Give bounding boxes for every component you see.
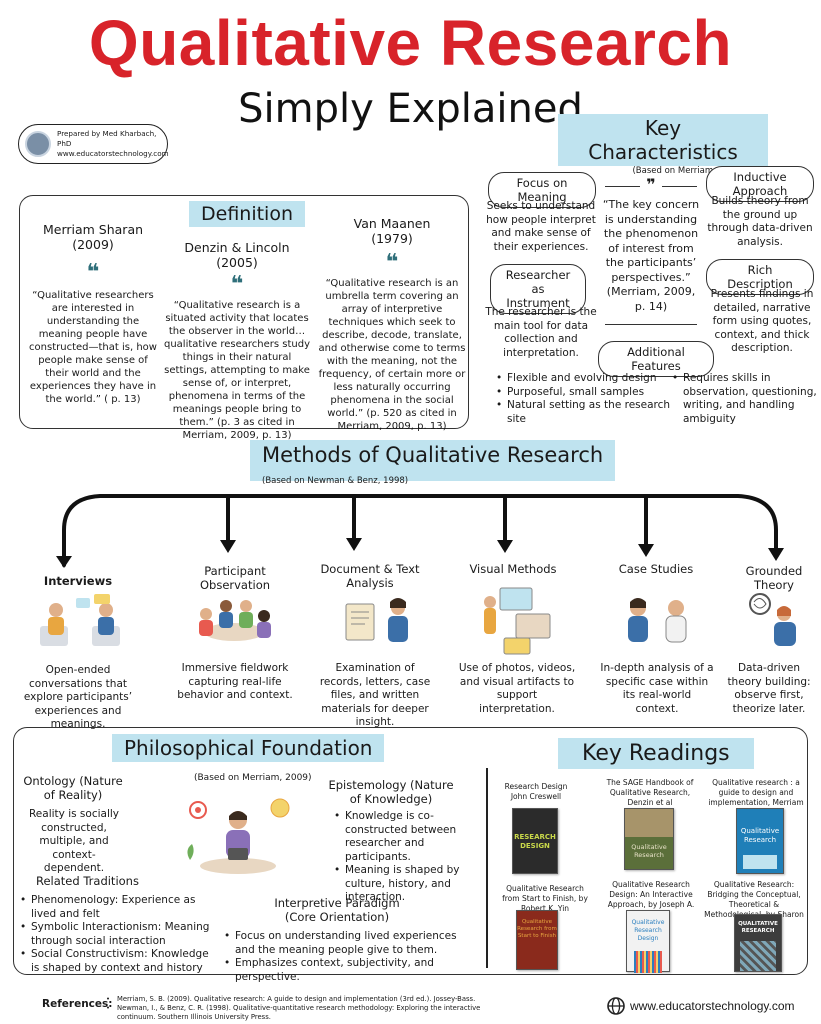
author-badge: Prepared by Med Kharbach, PhD www.educat…	[18, 124, 169, 164]
book-cover-3: Qualitative Research	[736, 808, 784, 874]
list-item: Meaning is shaped by culture, history, a…	[334, 864, 474, 905]
definition-source-3: Van Maanen (1979) ❝ “Qualitative researc…	[318, 216, 466, 433]
epistemology-list: Knowledge is co-constructed between rese…	[334, 810, 474, 905]
author-site: www.educatorstechnology.com	[57, 149, 169, 158]
traditions-list: Phenomenology: Experience as lived and f…	[20, 894, 220, 975]
quote-icon: ❝	[385, 250, 399, 275]
method-title-document-analysis: Document & Text Analysis	[320, 562, 420, 590]
source-name: Van Maanen	[353, 216, 431, 231]
references-list: Merriam, S. B. (2009). Qualitative resea…	[106, 995, 496, 1021]
method-text-participant-observation: Immersive fieldwork capturing real-life …	[177, 662, 293, 701]
ontology-text: Reality is socially constructed, multipl…	[28, 808, 119, 874]
definition-heading: Definition	[189, 201, 306, 227]
footer-site-link[interactable]: www.educatorstechnology.com	[630, 999, 795, 1013]
readings-divider	[486, 768, 488, 968]
rich-description-pill: Rich Description	[706, 259, 814, 295]
book-caption-1: Research Design John Creswell	[504, 782, 568, 801]
center-quote: “The key concern is understanding the ph…	[602, 198, 700, 313]
book-cover-5: Qualitative Research Design	[626, 910, 670, 973]
interview-illustration	[40, 594, 120, 646]
key-characteristics-basis: (Based on Merriam, 2009)	[632, 166, 744, 176]
paradigm-title: Interpretive Paradigm (Core Orientation)	[274, 896, 400, 924]
book-cover-1: RESEARCH DESIGN	[512, 808, 558, 874]
book-caption-2: The SAGE Handbook of Qualitative Researc…	[606, 778, 694, 807]
method-text-document-analysis: Examination of records, letters, case fi…	[319, 662, 431, 728]
focus-on-meaning-text: Seeks to understand how people interpret…	[486, 200, 596, 253]
rich-description-text: Presents findings in detailed, narrative…	[710, 288, 814, 354]
philosophy-heading: Philosophical Foundation	[112, 734, 385, 762]
inductive-approach-pill: Inductive Approach	[706, 166, 814, 202]
list-item: Purposeful, small samples	[496, 386, 678, 400]
philosophy-illustration	[187, 798, 290, 874]
book-cover-6: QUALITATIVE RESEARCH	[734, 914, 782, 972]
list-item: Flexible and evolving design	[496, 372, 678, 386]
method-title-grounded-theory: Grounded Theory	[745, 564, 803, 592]
method-text-case-studies: In-depth analysis of a specific case wit…	[600, 662, 714, 715]
ontology-title: Ontology (Nature of Reality)	[23, 774, 123, 802]
method-text-grounded-theory: Data-driven theory building: observe fir…	[727, 662, 811, 715]
focus-on-meaning-pill: Focus on Meaning	[488, 172, 596, 208]
book-cover-4: Qualitative Research from Start to Finis…	[516, 910, 558, 970]
quote-icon: ❝	[86, 260, 100, 285]
list-item: Newman, I., & Benz, C. R. (1998). Qualit…	[106, 1004, 496, 1022]
researcher-instrument-pill: Researcher as Instrument	[490, 264, 586, 314]
page-subtitle: Simply Explained	[238, 86, 583, 132]
list-item: Emphasizes context, subjectivity, and pe…	[224, 957, 478, 984]
definition-box	[19, 195, 469, 429]
method-title-interviews: Interviews	[43, 574, 113, 588]
globe-icon	[607, 997, 625, 1015]
list-item: Merriam, S. B. (2009). Qualitative resea…	[106, 995, 496, 1004]
references-label: References:	[42, 998, 113, 1010]
source-year: (1979)	[371, 231, 413, 246]
source-name: Merriam Sharan	[42, 222, 144, 237]
source-quote: “Qualitative researchers are interested …	[29, 290, 157, 405]
method-title-case-studies: Case Studies	[618, 562, 694, 576]
source-quote: “Qualitative research is a situated acti…	[163, 300, 310, 441]
list-item: Natural setting as the research site	[496, 399, 678, 426]
list-item: Focus on understanding lived experiences…	[224, 930, 478, 957]
book-cover-2: Qualitative Research	[624, 808, 674, 870]
key-characteristics-heading: Key Characteristics (Based on Merriam, 2…	[558, 114, 768, 178]
participant-observation-illustration	[199, 600, 271, 641]
paradigm-list: Focus on understanding lived experiences…	[224, 930, 478, 984]
quote-mark-icon: ❞	[640, 177, 662, 193]
method-text-interviews: Open-ended conversations that explore pa…	[23, 664, 133, 730]
method-title-visual-methods: Visual Methods	[469, 562, 557, 576]
definition-source-1: Merriam Sharan (2009) ❝ “Qualitative res…	[28, 222, 158, 406]
source-name: Denzin & Lincoln	[184, 240, 290, 255]
list-item: Phenomenology: Experience as lived and f…	[20, 894, 220, 921]
list-item: Knowledge is co-constructed between rese…	[334, 810, 474, 864]
grounded-theory-illustration	[749, 593, 796, 646]
inductive-approach-text: Builds theory from the ground up through…	[707, 195, 813, 248]
author-avatar	[25, 131, 51, 157]
method-text-visual-methods: Use of photos, videos, and visual artifa…	[458, 662, 576, 715]
list-item: Symbolic Interactionism: Meaning through…	[20, 921, 220, 948]
methods-heading: Methods of Qualitative Research	[250, 440, 616, 481]
quote-icon: ❝	[230, 272, 244, 297]
philosophy-basis: (Based on Merriam, 2009)	[194, 773, 312, 783]
additional-features-right: Requires skills in observation, question…	[672, 372, 818, 426]
source-year: (2009)	[72, 237, 114, 252]
quote-divider-bottom	[605, 324, 697, 325]
researcher-instrument-text: The researcher is the main tool for data…	[485, 306, 597, 359]
page-title: Qualitative Research	[88, 7, 733, 79]
source-year: (2005)	[216, 255, 258, 270]
case-studies-illustration	[628, 598, 687, 643]
list-item: Social Constructivism: Knowledge is shap…	[20, 948, 220, 975]
author-name: Prepared by Med Kharbach, PhD	[57, 129, 157, 148]
source-quote: “Qualitative research is an umbrella ter…	[318, 278, 466, 432]
method-title-participant-observation: Participant Observation	[199, 564, 271, 592]
list-item: Requires skills in observation, question…	[672, 372, 818, 426]
visual-methods-illustration	[484, 587, 551, 655]
document-analysis-illustration	[345, 598, 408, 642]
additional-features-left: Flexible and evolving design Purposeful,…	[496, 372, 678, 426]
definition-source-2: Denzin & Lincoln (2005) ❝ “Qualitative r…	[163, 240, 311, 442]
readings-heading: Key Readings	[558, 738, 754, 769]
additional-features-pill: Additional Features	[598, 341, 714, 377]
methods-basis: (Based on Newman & Benz, 1998)	[262, 476, 409, 486]
book-caption-4: Qualitative Research from Start to Finis…	[502, 884, 588, 913]
epistemology-title: Epistemology (Nature of Knowledge)	[328, 778, 454, 806]
traditions-title: Related Traditions	[36, 874, 139, 888]
